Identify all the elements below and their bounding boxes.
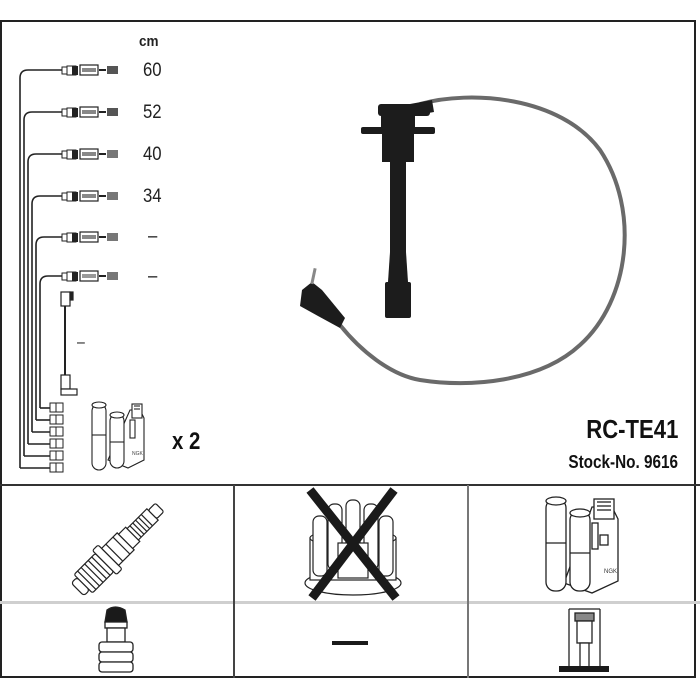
svg-text:NGK: NGK xyxy=(132,451,144,457)
empty-dash-icon xyxy=(332,641,368,645)
grid-middle-divider xyxy=(0,601,700,604)
wire-length-4: 34 xyxy=(143,186,162,207)
spark-plug-icon xyxy=(71,503,164,596)
distributor-cap-crossed-icon xyxy=(304,487,402,601)
wire-length-1: 60 xyxy=(143,60,162,81)
grid-divider-1 xyxy=(233,485,235,678)
unit-label: cm xyxy=(139,33,159,50)
ignition-coil-small-icon: NGK xyxy=(91,401,145,471)
svg-text:NGK: NGK xyxy=(604,569,617,575)
coil-lead-length: – xyxy=(77,334,85,351)
wire-length-2: 52 xyxy=(143,102,162,123)
coil-quantity: x 2 xyxy=(172,428,201,455)
wire-length-5: – xyxy=(148,226,158,247)
coil-terminal-connector-icon xyxy=(559,608,609,672)
diagram-frame xyxy=(0,20,696,678)
ignition-coil-icon: NGK xyxy=(545,496,619,594)
wire-length-3: 40 xyxy=(143,144,162,165)
grid-divider-2 xyxy=(467,485,469,678)
plug-boot-connector-icon xyxy=(98,606,134,673)
wire-set-schematic-icon xyxy=(19,64,118,473)
product-model: RC-TE41 xyxy=(585,414,678,444)
grid-top-divider xyxy=(0,484,700,486)
wire-length-6: – xyxy=(148,266,158,287)
stock-number: Stock-No. 9616 xyxy=(568,452,678,472)
